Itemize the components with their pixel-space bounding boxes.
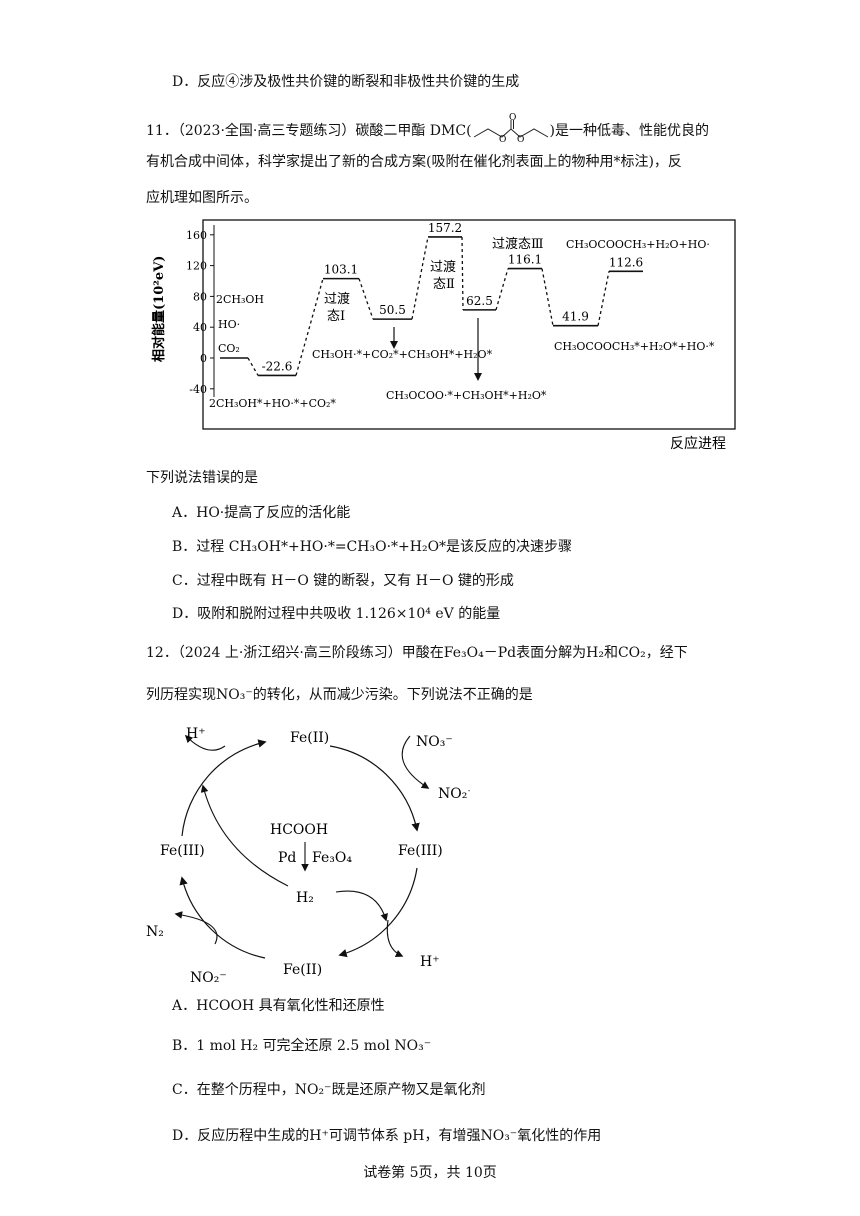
y-ticks: 160 120 80 40 0 -40 bbox=[186, 229, 214, 396]
fe3-left-label: Fe(III) bbox=[160, 843, 205, 859]
pd-label: Pd bbox=[278, 850, 296, 866]
energy-connectors bbox=[247, 236, 610, 376]
energy-connector bbox=[295, 278, 324, 376]
svg-text:O: O bbox=[509, 113, 516, 123]
q11-stem-line1: 11．（2023·全国·高三专题练习）碳酸二甲酯 DMC( O O O )是一种低毒、性… bbox=[146, 113, 709, 149]
q11-question: 下列说法错误的是 bbox=[146, 470, 258, 486]
y-tick-label: 160 bbox=[186, 229, 207, 242]
y-tick-label: 120 bbox=[186, 260, 207, 273]
energy-value-label: 157.2 bbox=[428, 221, 462, 235]
ts1-label-a: 过渡 bbox=[324, 291, 350, 307]
energy-value-label: 41.9 bbox=[562, 310, 589, 324]
arc-fe3-to-fe2-bottom bbox=[338, 867, 418, 958]
ts3-label: 过渡态Ⅲ bbox=[492, 236, 544, 252]
y-tick-label: 40 bbox=[193, 321, 207, 334]
species-s4: CH₃OCOOCH₃*+H₂O*+HO·* bbox=[554, 340, 715, 353]
energy-value-label: -22.6 bbox=[262, 359, 293, 373]
ts2-label-b: 态Ⅱ bbox=[433, 277, 455, 292]
h2-arrow-right bbox=[335, 890, 388, 922]
y-tick-label: 80 bbox=[193, 290, 207, 303]
arc-fe2-to-fe3-left bbox=[179, 876, 266, 959]
start-species-2: HO· bbox=[218, 318, 240, 331]
energy-connector bbox=[495, 268, 509, 311]
n2-out-label: N₂ bbox=[146, 924, 164, 940]
x-axis-label: 反应进程 bbox=[670, 435, 726, 452]
h2-label: H₂ bbox=[296, 890, 314, 906]
page-footer: 试卷第 5页，共 10页 bbox=[363, 1165, 497, 1181]
chart-frame bbox=[202, 219, 736, 430]
q10-option-d: D．反应④涉及极性共价键的断裂和非极性共价键的生成 bbox=[172, 74, 520, 90]
energy-connector bbox=[358, 278, 374, 320]
energy-value-label: 62.5 bbox=[466, 294, 493, 308]
hplus-top-label: H⁺ bbox=[186, 726, 206, 742]
q12-option-b: B．1 mol H₂ 可完全还原 2.5 mol NO₃⁻ bbox=[172, 1038, 432, 1054]
species-s1: 2CH₃OH*+HO·*+CO₂* bbox=[209, 397, 336, 410]
fe2-top-label: Fe(II) bbox=[290, 730, 329, 746]
energy-connector bbox=[247, 357, 259, 376]
h2-arrow-left bbox=[200, 784, 289, 887]
side-arrow-hplus-top bbox=[184, 734, 226, 751]
energy-value-label: 50.5 bbox=[379, 303, 406, 317]
q12-option-a: A．HCOOH 具有氧化性和还原性 bbox=[172, 998, 385, 1014]
side-arrow-hplus-bottom bbox=[386, 919, 404, 958]
arc-fe3-to-fe2-top bbox=[181, 739, 267, 837]
svg-text:O: O bbox=[517, 135, 524, 143]
energy-value-label: 103.1 bbox=[324, 263, 358, 277]
ts1-label-b: 态Ⅰ bbox=[327, 309, 345, 324]
q11-option-d: D．吸附和脱附过程中共吸收 1.126×10⁴ eV 的能量 bbox=[172, 606, 501, 622]
no2-in-label: NO₂⁻ bbox=[190, 970, 227, 986]
species-s2: CH₃OH·*+CO₂*+CH₃OH*+H₂O* bbox=[312, 348, 493, 361]
dmc-structure-icon: O O O bbox=[472, 113, 550, 149]
energy-profile-chart: 160 120 80 40 0 -40 相对能量(10²eV) 反应进程 -22.6 103… bbox=[151, 219, 736, 452]
hplus-bottom-label: H⁺ bbox=[420, 954, 440, 970]
y-tick-label: -40 bbox=[189, 383, 207, 396]
side-arrow-no2-n2 bbox=[174, 911, 218, 945]
ts2-label-a: 过渡 bbox=[430, 259, 456, 275]
q12-option-d: D．反应历程中生成的H⁺可调节体系 pH，有增强NO₃⁻氧化性的作用 bbox=[172, 1128, 602, 1144]
energy-connector bbox=[461, 236, 464, 310]
species-s5: CH₃OCOOCH₃+H₂O+HO· bbox=[566, 238, 710, 251]
y-tick-label: 0 bbox=[200, 352, 207, 365]
q12-option-c: C．在整个历程中，NO₂⁻既是还原产物又是氧化剂 bbox=[172, 1082, 486, 1098]
start-species-1: 2CH₃OH bbox=[216, 293, 264, 306]
arrow-down-icon bbox=[474, 373, 482, 381]
energy-connector bbox=[597, 271, 610, 326]
side-arrow-no3 bbox=[401, 735, 430, 789]
arc-fe2-to-fe3-right bbox=[329, 745, 420, 832]
redox-cycle-diagram: Fe(II) Fe(III) Fe(II) Fe(III) H⁺ NO₃⁻ NO… bbox=[146, 726, 470, 986]
energy-connector bbox=[411, 236, 429, 320]
no2-out-label: NO₂⁻ bbox=[438, 786, 470, 802]
hcooh-label: HCOOH bbox=[270, 822, 328, 838]
q12-stem-line1: 12．（2024 上·浙江绍兴·高三阶段练习）甲酸在Fe₃O₄－Pd表面分解为H… bbox=[146, 645, 688, 661]
energy-connector bbox=[541, 268, 554, 326]
q11-stem-line2: 有机合成中间体，科学家提出了新的合成方案(吸附在催化剂表面上的物种用*标注)，反 bbox=[146, 154, 682, 170]
arrow-down-icon bbox=[390, 341, 398, 349]
species-s3: CH₃OCOO·*+CH₃OH*+H₂O* bbox=[386, 389, 547, 402]
q11-option-a: A．HO·提高了反应的活化能 bbox=[172, 505, 351, 521]
q12-stem-line2: 列历程实现NO₃⁻的转化，从而减少污染。下列说法不正确的是 bbox=[146, 687, 533, 703]
q11-intro-end: )是一种低毒、性能优良的 bbox=[549, 123, 709, 139]
fe2-bottom-label: Fe(II) bbox=[283, 962, 322, 978]
start-species-3: CO₂ bbox=[218, 342, 240, 355]
energy-value-label: 116.1 bbox=[508, 253, 542, 267]
svg-text:O: O bbox=[499, 135, 506, 143]
energy-levels: -22.6 103.1 50.5 157.2 62.5 116.1 41.9 112.6 bbox=[220, 221, 643, 377]
energy-value-label: 112.6 bbox=[609, 255, 643, 269]
q11-option-b: B．过程 CH₃OH*+HO·*=CH₃O·*+H₂O*是该反应的决速步骤 bbox=[172, 539, 573, 555]
q11-source: 11．（2023·全国·高三专题练习）碳酸二甲酯 DMC( bbox=[146, 123, 472, 139]
q11-stem-line3: 应机理如图所示。 bbox=[146, 190, 258, 206]
fe3o4-label: Fe₃O₄ bbox=[312, 850, 352, 866]
fe3-right-label: Fe(III) bbox=[398, 843, 443, 859]
no3-in-label: NO₃⁻ bbox=[416, 734, 453, 750]
y-axis-label: 相对能量(10²eV) bbox=[151, 256, 167, 362]
q11-option-c: C．过程中既有 H－O 键的断裂，又有 H－O 键的形成 bbox=[172, 573, 514, 589]
